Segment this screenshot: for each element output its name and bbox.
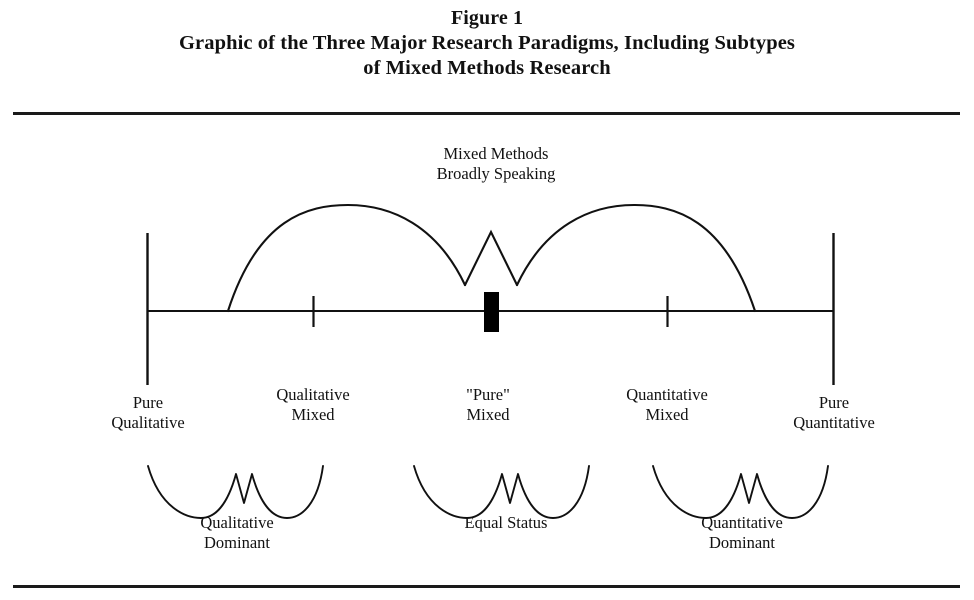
- figure-number: Figure 1: [450, 7, 524, 29]
- continuum-diagram: [0, 118, 974, 578]
- label-line-1: Quantitative: [626, 385, 708, 404]
- continuum-svg: [146, 203, 835, 519]
- label-quantitative-mixed: Quantitative Mixed: [597, 385, 737, 425]
- label-quantitative-dominant: Quantitative Dominant: [672, 513, 812, 553]
- scallop-qualitative-dominant: [147, 465, 324, 519]
- bottom-divider-rule: [13, 585, 960, 588]
- scallop-quantitative-dominant: [652, 465, 829, 519]
- label-line-1: Pure: [132, 393, 164, 412]
- label-line-1: Qualitative: [200, 513, 274, 532]
- label-line-2: Quantitative: [793, 413, 875, 432]
- label-pure-quantitative: Pure Quantitative: [764, 393, 904, 433]
- label-line-1: Mixed Methods: [443, 144, 549, 163]
- label-pure-mixed: "Pure" Mixed: [418, 385, 558, 425]
- label-line-2: Qualitative: [111, 413, 185, 432]
- label-equal-status: Equal Status: [436, 513, 576, 533]
- axis-marker-pure-mixed: [484, 292, 499, 332]
- label-line-1: "Pure": [466, 385, 510, 404]
- label-line-2: Dominant: [709, 533, 775, 552]
- label-line-2: Dominant: [204, 533, 270, 552]
- label-line-2: Mixed: [645, 405, 689, 424]
- label-line-1: Equal Status: [464, 513, 548, 532]
- label-qualitative-mixed: Qualitative Mixed: [243, 385, 383, 425]
- figure-title-line-1: Graphic of the Three Major Research Para…: [178, 32, 795, 54]
- label-line-2: Broadly Speaking: [436, 164, 556, 183]
- scallop-equal-status: [413, 465, 590, 519]
- figure-title-block: Figure 1 Graphic of the Three Major Rese…: [0, 6, 974, 81]
- label-mixed-methods-broadly-speaking: Mixed Methods Broadly Speaking: [396, 144, 596, 184]
- zigzag-pure-mixed: [463, 229, 519, 287]
- label-qualitative-dominant: Qualitative Dominant: [167, 513, 307, 553]
- arch-quantitative-mixed: [515, 203, 757, 313]
- label-line-2: Mixed: [466, 405, 510, 424]
- label-line-1: Pure: [818, 393, 850, 412]
- top-divider-rule: [13, 112, 960, 115]
- label-line-1: Quantitative: [701, 513, 783, 532]
- label-line-1: Qualitative: [276, 385, 350, 404]
- figure-title-line-2: of Mixed Methods Research: [363, 57, 611, 79]
- arch-qualitative-mixed: [226, 203, 467, 313]
- label-line-2: Mixed: [291, 405, 335, 424]
- label-pure-qualitative: Pure Qualitative: [78, 393, 218, 433]
